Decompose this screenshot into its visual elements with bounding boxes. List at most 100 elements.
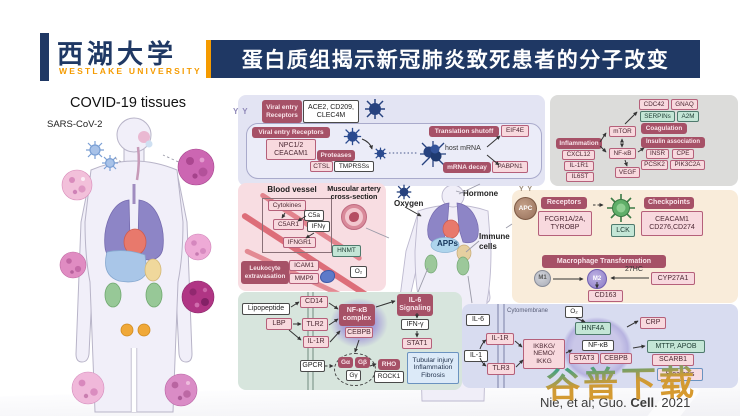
gpcr-box: GPCR <box>300 360 325 372</box>
eif4e-box: EIF4E <box>501 125 529 137</box>
c5a-box: C5a <box>304 210 324 221</box>
watermark: 谷普下载 <box>545 354 722 406</box>
virus-icon-small <box>374 147 387 160</box>
tlr3-box: TLR3 <box>487 363 515 375</box>
gnaq-box: GNAQ <box>671 99 698 110</box>
lbp-box: LBP <box>266 318 292 330</box>
cyp27a1-box: CYP27A1 <box>651 272 695 285</box>
27hc-label: 27HC <box>625 266 643 273</box>
g-alpha-box: Gα <box>338 357 353 368</box>
banner-orange-strip <box>206 40 211 78</box>
mmp9-box: MMP9 <box>289 273 319 284</box>
o2-liver-box: O₂ <box>565 306 583 318</box>
lipopeptide-box: Lipopeptide <box>242 303 290 315</box>
o2-vessel-box: O₂ <box>350 266 367 278</box>
cebpb-tlr-box: CEBPB <box>345 327 373 338</box>
nasal-cavity-sketch <box>135 131 153 181</box>
immune-cells-label: Immune cells <box>479 232 510 251</box>
covid-tissues-body-illustration <box>59 117 215 413</box>
ifng-tlr-box: IFN-γ <box>401 319 429 330</box>
proteases-label: Proteases <box>317 150 355 161</box>
header-left-bar <box>40 33 49 81</box>
mrna-decay-label: mRNA decay <box>443 162 491 173</box>
m2-macrophage: M2 <box>587 269 607 289</box>
g-protein-circle <box>334 353 376 386</box>
checkpoints-genes-box: CEACAM1 CD276,CD274 <box>641 211 703 236</box>
ifng-vessel-box: IFNγ <box>307 221 330 232</box>
hnf4a-box: HNF4A <box>575 322 611 335</box>
inflammation-label: Inflammation <box>556 138 602 149</box>
stat1-box: STAT1 <box>402 338 432 349</box>
leukocyte-cell <box>320 270 335 283</box>
c5ar1-box: C5AR1 <box>273 219 304 230</box>
g-gamma-box: Gγ <box>346 370 361 381</box>
insulin-association-label: Insulin association <box>641 137 705 148</box>
tubular-injury-box: Tubular injury Inflammation Fibrosis <box>407 352 459 384</box>
apc-cell: APC <box>514 197 537 220</box>
immune-receptors-label: Receptors <box>541 197 587 209</box>
pik3c2a-box: PIK3C2A <box>670 160 705 170</box>
cpe-box: CPE <box>672 149 694 159</box>
steatosis-box: Steatosis <box>657 368 703 381</box>
spleen <box>144 258 162 282</box>
viral-entry-receptors-genes: ACE2, CD209, CLEC4M <box>303 100 359 123</box>
ikbkg-box: IKBKG/ NEMO/ IKKG <box>523 339 565 369</box>
virus-cluster-icon <box>420 141 446 167</box>
mtor-box: mTOR <box>609 126 636 137</box>
muscular-artery-title: Muscular artery cross-section <box>327 184 381 202</box>
nfkb-liver-box: NF-κB <box>582 340 614 351</box>
hnmt-box: HNMT <box>332 245 361 257</box>
cd14-box: CD14 <box>300 296 328 308</box>
il6-signaling-label: IL-6 Signaling <box>397 294 433 316</box>
gonads <box>120 323 151 337</box>
t-cell-icon <box>607 194 635 222</box>
ctsl-box: CTSL <box>310 161 333 172</box>
sars-cov-2-label: SARS-CoV-2 <box>47 119 103 130</box>
g-beta-box: Gβ <box>355 357 370 368</box>
stat3-box: STAT3 <box>569 353 599 364</box>
icam1-box: ICAM1 <box>289 260 319 271</box>
tmprss-box: TMPRSSs <box>334 161 374 172</box>
sars-virus-icons <box>86 141 118 171</box>
left-panel-title: COVID-19 tissues <box>70 95 187 111</box>
tlr2-box: TLR2 <box>302 318 328 331</box>
citation: Nie, et al; Guo. Cell. 2021 <box>540 395 720 411</box>
lck-box: LCK <box>611 224 635 237</box>
citation-year: . 2021 <box>654 395 691 410</box>
translation-shutoff-label: Translation shutoff <box>429 126 499 137</box>
membrane-line <box>497 304 499 388</box>
hormone-label: Hormone <box>463 189 499 198</box>
virus-icon <box>365 99 385 119</box>
virus-icon <box>396 184 412 200</box>
pabpn1-box: PABPN1 <box>492 161 528 173</box>
cytomembrane-label: Cytomembrane <box>507 308 549 314</box>
ifngr1-box: IFNGR1 <box>283 237 316 248</box>
kidneys <box>104 282 163 308</box>
cytokine-frame <box>262 198 332 253</box>
head <box>116 117 152 153</box>
center-apps-blob <box>430 237 460 253</box>
apps-label: APPs <box>437 239 458 248</box>
rho-box: RHO <box>378 359 400 370</box>
il1r-liver-box: IL-1R <box>486 333 514 345</box>
mttp-apob-box: MTTP, APOB <box>647 340 705 353</box>
fcgr-tyrobp-box: FCGR1A/2A, TYROBP <box>538 211 592 236</box>
virus-icon <box>343 127 362 146</box>
citation-authors: Nie, et al; Guo. <box>540 395 631 410</box>
il1r-tlr-box: IL-1R <box>303 336 329 348</box>
cebpb-liver-box: CEBPB <box>600 353 632 364</box>
host-mrna-label: host mRNA <box>445 145 481 152</box>
pcsk2-box: PCSK2 <box>641 160 668 170</box>
il6-liver-box: IL-6 <box>466 314 490 326</box>
blood-vessel-title: Blood vessel <box>267 185 317 194</box>
liver <box>105 250 148 283</box>
cd163-box: CD163 <box>588 290 623 302</box>
il1r1-box: IL-1R1 <box>564 161 594 171</box>
antibody-icon: Y Y <box>233 107 249 116</box>
antibody-icon: Y Y <box>519 186 534 193</box>
serpins-box: SERPINs <box>640 111 675 122</box>
il6st-box: IL6ST <box>566 172 594 182</box>
nfkb-complex-box: NF-κB complex <box>339 304 375 326</box>
cdc42-box: CDC42 <box>639 99 669 110</box>
